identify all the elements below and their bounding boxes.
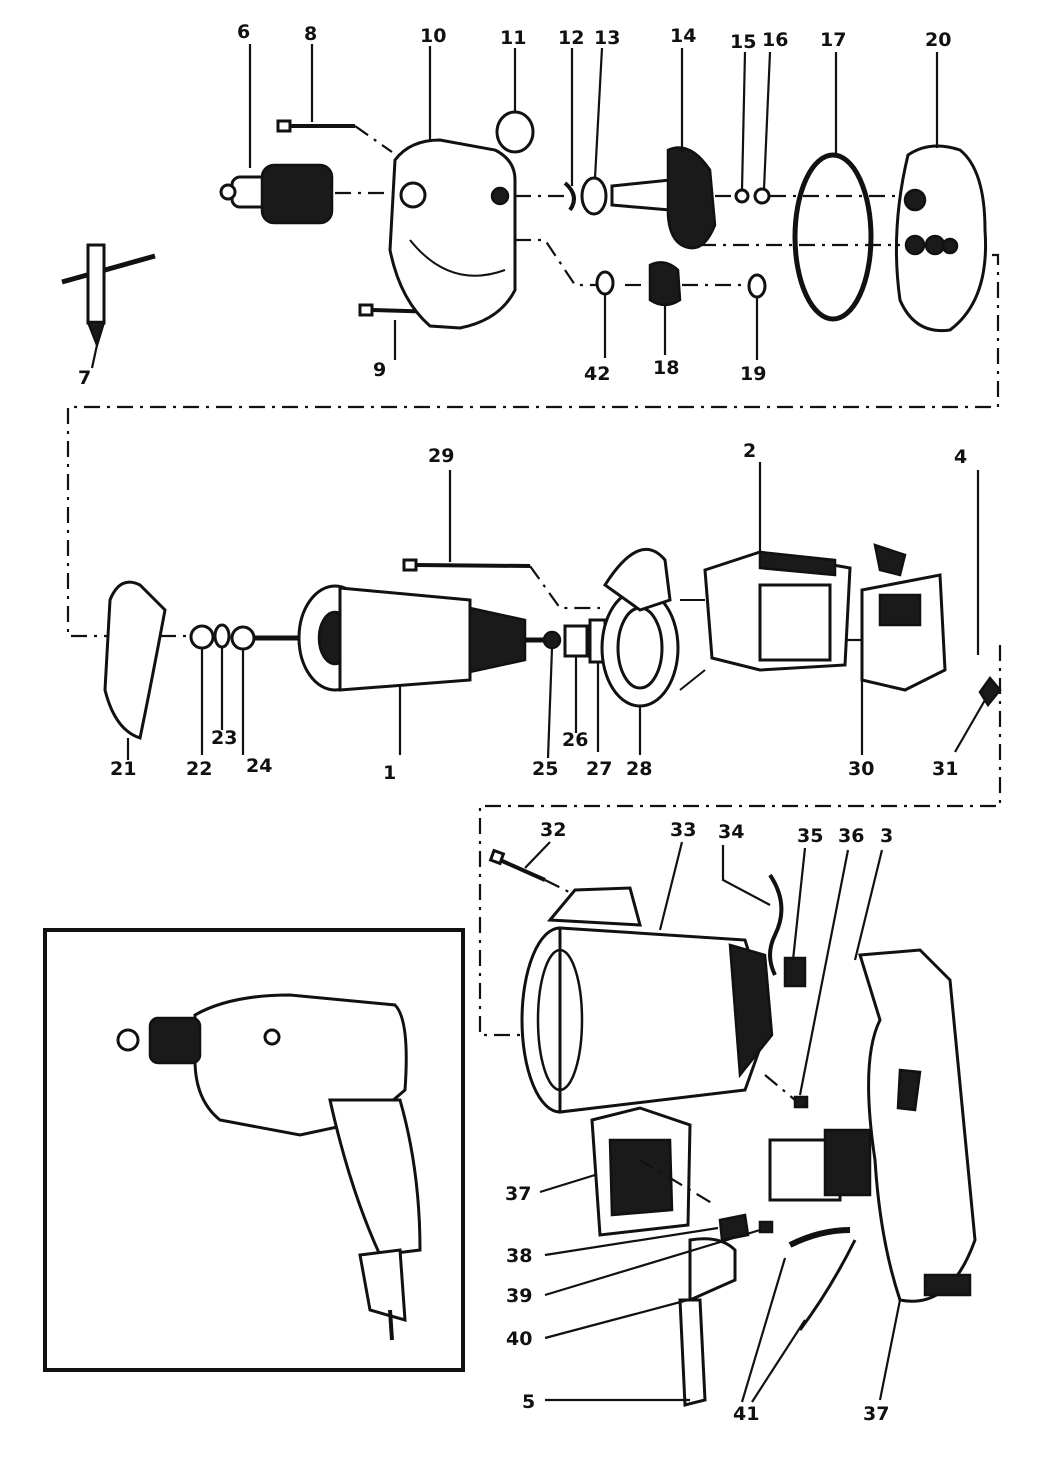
label-22: 22: [186, 758, 212, 780]
bearing-26-part: [563, 624, 589, 658]
label-42: 42: [584, 363, 610, 385]
label-3: 3: [880, 825, 893, 847]
washer-22-part: [189, 624, 215, 650]
label-26: 26: [562, 729, 588, 751]
label-9: 9: [373, 359, 386, 381]
washer-16-part: [753, 187, 771, 205]
spindle-gear-part: [610, 146, 740, 250]
washer-24-part: [230, 625, 256, 651]
label-11: 11: [500, 27, 526, 49]
label-14: 14: [670, 25, 696, 47]
assembly-connector-1: [66, 253, 1000, 638]
ball-part: [734, 188, 750, 204]
part-number-labels: 6 8 10 11 12 13 14 15 16 17 20 7 9 42 18…: [78, 21, 967, 1425]
chuck-key-part: [61, 243, 156, 349]
gasket-part: [792, 152, 874, 322]
lead-2-part: [798, 1239, 857, 1331]
label-24: 24: [246, 755, 272, 777]
gear-housing-part: [388, 138, 517, 330]
label-13: 13: [594, 27, 620, 49]
handle-half-right-part: [858, 948, 977, 1303]
label-15: 15: [730, 31, 756, 53]
switch-part: [768, 1128, 872, 1202]
label-28: 28: [626, 758, 652, 780]
screw-36-part: [793, 1095, 809, 1109]
field-part: [679, 550, 852, 691]
chuck-part: [219, 163, 390, 225]
label-6: 6: [237, 21, 250, 43]
label-7: 7: [78, 367, 91, 389]
label-12: 12: [558, 27, 584, 49]
bearing-25-part: [542, 630, 562, 650]
label-38: 38: [506, 1245, 532, 1267]
label-27: 27: [586, 758, 612, 780]
screw-8-part: [276, 119, 393, 153]
assembly-connector-2: [478, 645, 1002, 1037]
label-40: 40: [506, 1328, 532, 1350]
washer-42-part: [595, 270, 615, 296]
bottom-assembly: [488, 848, 977, 1407]
assembled-drill-inset: [43, 928, 465, 1372]
label-10: 10: [420, 25, 446, 47]
screw-36-dash: [764, 1074, 796, 1101]
fan-baffle-part: [600, 548, 680, 708]
label-18: 18: [653, 357, 679, 379]
label-19: 19: [740, 363, 766, 385]
motor-housing-part: [520, 886, 774, 1114]
label-17: 17: [820, 29, 846, 51]
circlip-part: [563, 181, 576, 212]
label-33: 33: [670, 819, 696, 841]
label-37-right: 37: [863, 1403, 889, 1425]
terminal-part: [783, 956, 807, 988]
label-39: 39: [506, 1285, 532, 1307]
label-23: 23: [211, 727, 237, 749]
top-assembly: [61, 110, 988, 349]
cable-part: [768, 873, 784, 976]
middle-assembly: [103, 543, 1002, 740]
label-2: 2: [743, 440, 756, 462]
label-16: 16: [762, 29, 788, 51]
lead-part: [788, 1227, 851, 1248]
label-20: 20: [925, 29, 951, 51]
label-4: 4: [954, 446, 967, 468]
leader-lines: [90, 44, 986, 1403]
cord-clamp-part: [678, 1213, 774, 1407]
baffle-part: [103, 580, 167, 740]
washer-19-part: [747, 273, 767, 299]
label-8: 8: [304, 23, 317, 45]
plug-part: [495, 110, 535, 154]
label-41: 41: [733, 1403, 759, 1425]
label-30: 30: [848, 758, 874, 780]
label-25: 25: [532, 758, 558, 780]
screw-29-part: [402, 558, 418, 572]
label-32: 32: [540, 819, 566, 841]
handle-half-left-part: [590, 1106, 692, 1237]
label-1: 1: [383, 762, 396, 784]
label-5: 5: [522, 1391, 535, 1413]
label-34: 34: [718, 821, 744, 843]
label-37-left: 37: [505, 1183, 531, 1205]
label-35: 35: [797, 825, 823, 847]
intermediate-gear-part: [648, 261, 682, 307]
armature-part: [255, 584, 555, 692]
label-36: 36: [838, 825, 864, 847]
label-31: 31: [932, 758, 958, 780]
ring-23-part: [213, 623, 231, 649]
gear-cover-part: [894, 144, 988, 333]
brush-spring-part: [978, 675, 1002, 708]
label-29: 29: [428, 445, 454, 467]
label-21: 21: [110, 758, 136, 780]
brush-holder-part: [860, 543, 947, 692]
bearing-part: [580, 176, 608, 216]
